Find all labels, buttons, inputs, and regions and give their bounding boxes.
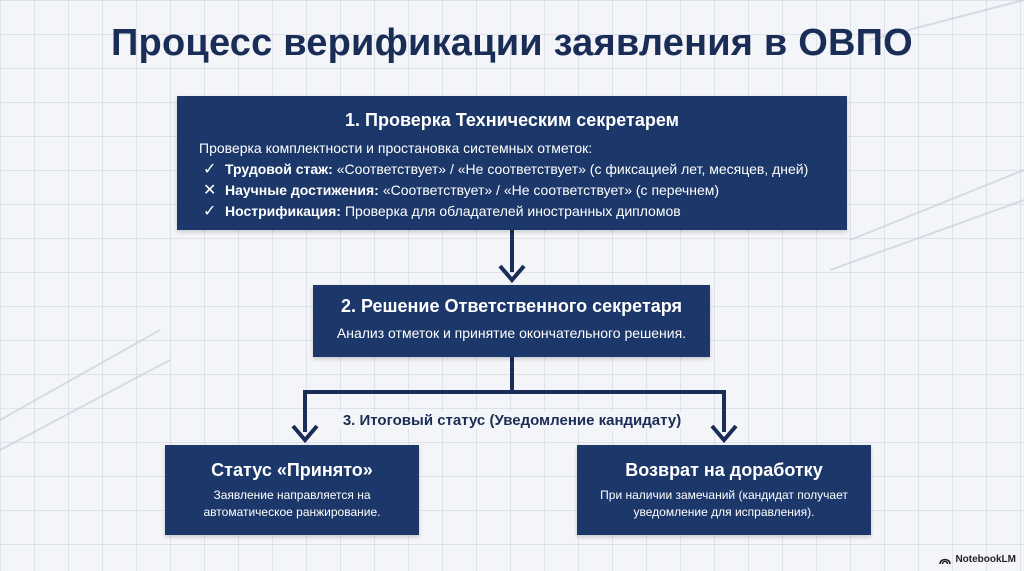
arrowhead-step2 (498, 264, 526, 284)
status-returned-desc-line2: уведомление для исправления). (633, 505, 815, 519)
checklist-item-text: «Соответствует» / «Не соответствует» (с … (382, 182, 720, 198)
step1-intro: Проверка комплектности и простановка сис… (199, 140, 593, 156)
checklist-item-text: Проверка для обладателей иностранных дип… (344, 203, 681, 219)
step2-title: 2. Решение Ответственного секретаря (340, 296, 683, 316)
step2-box: 2. Решение Ответственного секретаря Анал… (313, 285, 710, 357)
watermark-text: NotebookLM (955, 554, 1016, 565)
status-returned-description: При наличии замечаний (кандидат получает… (577, 487, 871, 521)
status-accepted-title: Статус «Принято» (211, 460, 373, 480)
step2-description: Анализ отметок и принятие окончательного… (336, 325, 687, 341)
checklist-item-text: «Соответствует» / «Не соответствует» (с … (336, 161, 809, 177)
checklist-item-label: Трудовой стаж: (225, 161, 333, 177)
check-icon: ✓ (203, 203, 217, 220)
arrowhead-returned (710, 424, 738, 444)
status-returned-title: Возврат на доработку (625, 460, 823, 480)
arrow-step2-branch (303, 357, 726, 432)
status-accepted-desc-line1: Заявление направляется на (213, 488, 371, 502)
step1-title: 1. Проверка Техническим секретарем (345, 110, 679, 130)
checklist-item-work-experience: ✓ Трудовой стаж: «Соответствует» / «Не с… (203, 159, 847, 180)
check-icon: ✓ (203, 161, 217, 178)
arrowhead-accepted (291, 424, 319, 444)
cross-icon: ✕ (203, 182, 217, 199)
step3-label: 3. Итоговый статус (Уведомление кандидат… (0, 412, 1024, 429)
checklist-item-nostrification: ✓ Нострификация: Проверка для обладателе… (203, 201, 847, 222)
checklist-item-label: Научные достижения: (225, 182, 379, 198)
notebooklm-logo-icon (939, 558, 952, 564)
step1-checklist: ✓ Трудовой стаж: «Соответствует» / «Не с… (203, 159, 847, 222)
page-title: Процесс верификации заявления в ОВПО (111, 22, 913, 64)
status-returned-desc-line1: При наличии замечаний (кандидат получает (600, 488, 848, 502)
checklist-item-label: Нострификация: (225, 203, 341, 219)
notebooklm-watermark: NotebookLM (939, 554, 1016, 565)
checklist-item-scientific-achievements: ✕ Научные достижения: «Соответствует» / … (203, 180, 847, 201)
step3-label-text: 3. Итоговый статус (Уведомление кандидат… (336, 412, 688, 429)
step1-box: 1. Проверка Техническим секретарем Прове… (177, 96, 847, 230)
status-accepted-box: Статус «Принято» Заявление направляется … (165, 445, 419, 535)
status-accepted-description: Заявление направляется на автоматическое… (165, 487, 419, 521)
status-returned-box: Возврат на доработку При наличии замечан… (577, 445, 871, 535)
status-accepted-desc-line2: автоматическое ранжирование. (203, 505, 381, 519)
